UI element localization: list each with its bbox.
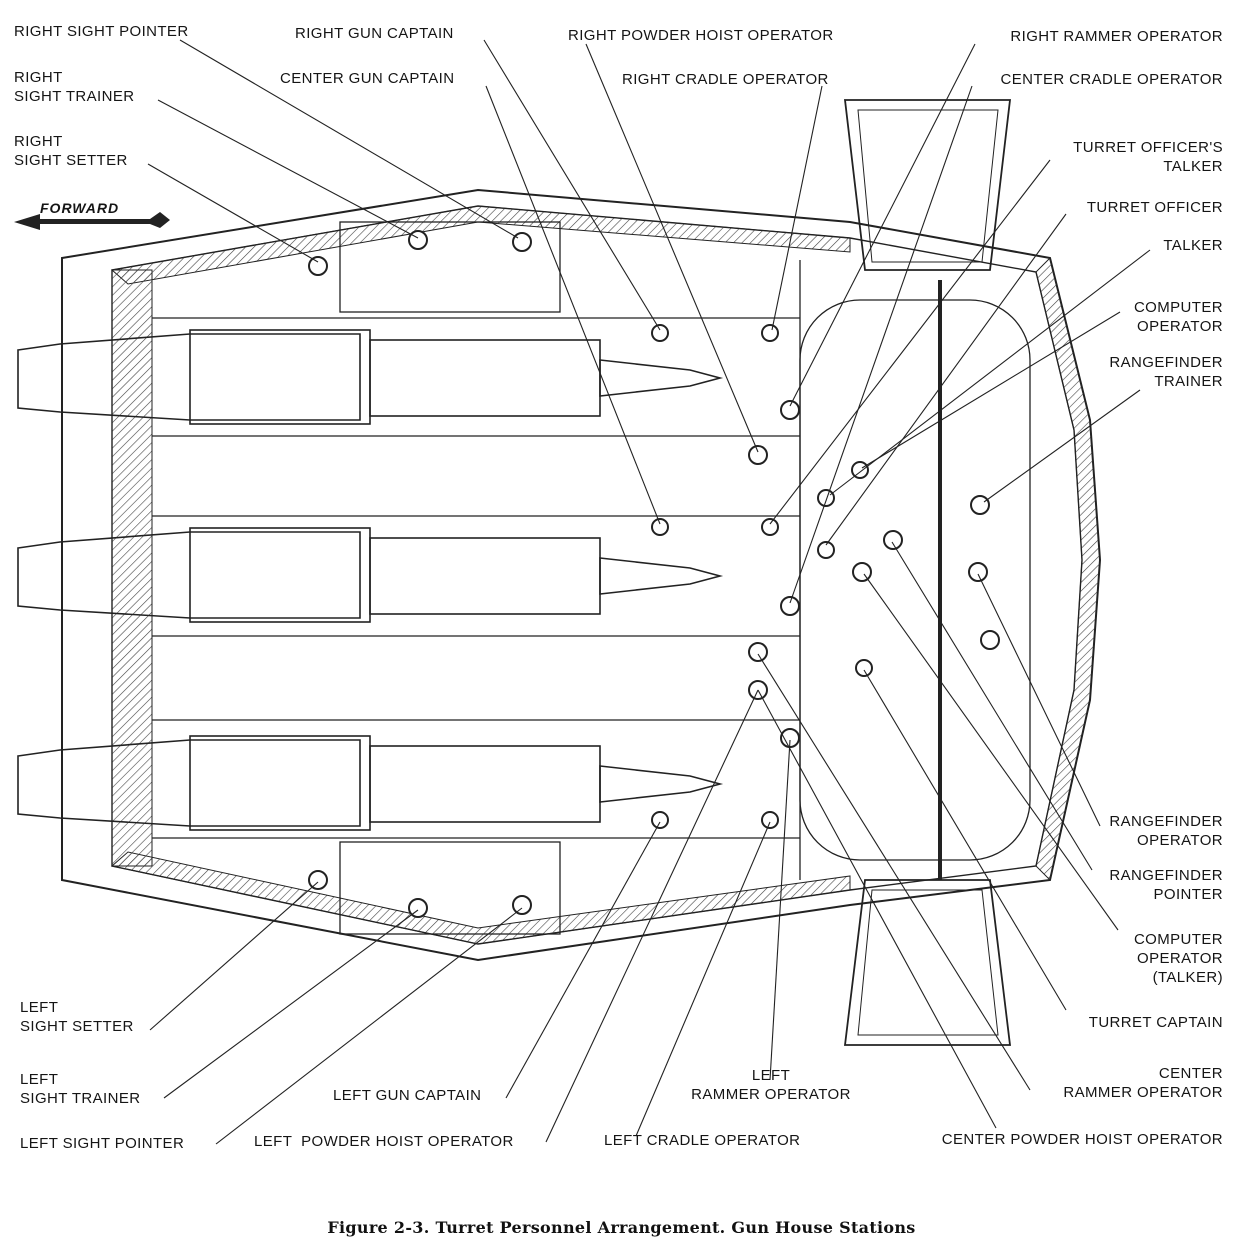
- label-right-gun-captain: RIGHT GUN CAPTAIN: [295, 25, 454, 42]
- label-left-rammer-operator: LEFT RAMMER OPERATOR: [691, 1067, 851, 1103]
- label-center-gun-captain: CENTER GUN CAPTAIN: [280, 70, 455, 87]
- label-center-cradle-operator: CENTER CRADLE OPERATOR: [1000, 71, 1223, 88]
- armor-plating: [110, 205, 1101, 945]
- compartment-lines: [152, 221, 1031, 935]
- label-rangefinder-pointer: RANGEFINDER POINTER: [1109, 867, 1223, 903]
- label-left-sight-setter: LEFT SIGHT SETTER: [20, 999, 134, 1035]
- label-computer-operator-talker: COMPUTER OPERATOR (TALKER): [1133, 931, 1223, 986]
- label-right-sight-trainer: RIGHT SIGHT TRAINER: [14, 69, 135, 105]
- label-turret-captain: TURRET CAPTAIN: [1088, 1014, 1223, 1031]
- label-left-powder-hoist-operator: LEFT POWDER HOIST OPERATOR: [254, 1133, 514, 1150]
- label-turret-officer: TURRET OFFICER: [1086, 199, 1223, 216]
- gun-house-outline: [61, 188, 1102, 962]
- label-right-sight-setter: RIGHT SIGHT SETTER: [14, 133, 128, 169]
- label-turret-officers-talker: TURRET OFFICER'S TALKER: [1073, 139, 1223, 175]
- rangefinder-arms: [843, 99, 1012, 1046]
- figure-caption: Figure 2-3. Turret Personnel Arrangement…: [327, 1218, 916, 1237]
- label-left-cradle-operator: LEFT CRADLE OPERATOR: [604, 1132, 801, 1149]
- label-left-sight-trainer: LEFT SIGHT TRAINER: [20, 1071, 141, 1107]
- label-left-sight-pointer: LEFT SIGHT POINTER: [20, 1135, 185, 1152]
- forward-label: FORWARD: [40, 200, 120, 216]
- label-right-sight-pointer: RIGHT SIGHT POINTER: [14, 23, 189, 40]
- label-rangefinder-operator: RANGEFINDER OPERATOR: [1109, 813, 1223, 849]
- leader-lines: [147, 39, 1151, 1145]
- label-right-rammer-operator: RIGHT RAMMER OPERATOR: [1010, 28, 1223, 45]
- label-left-gun-captain: LEFT GUN CAPTAIN: [333, 1087, 482, 1104]
- label-center-powder-hoist-operator: CENTER POWDER HOIST OPERATOR: [941, 1131, 1223, 1148]
- gun-barrels: [17, 329, 724, 831]
- label-right-cradle-operator: RIGHT CRADLE OPERATOR: [622, 71, 829, 88]
- crew-markers: [308, 230, 1000, 918]
- label-computer-operator: COMPUTER OPERATOR: [1133, 299, 1223, 335]
- label-rangefinder-trainer: RANGEFINDER TRAINER: [1109, 354, 1223, 390]
- forward-arrow: [14, 212, 170, 230]
- label-talker: TALKER: [1163, 237, 1223, 254]
- label-center-rammer-operator: CENTER RAMMER OPERATOR: [1063, 1065, 1223, 1101]
- label-right-powder-hoist-operator: RIGHT POWDER HOIST OPERATOR: [568, 27, 834, 44]
